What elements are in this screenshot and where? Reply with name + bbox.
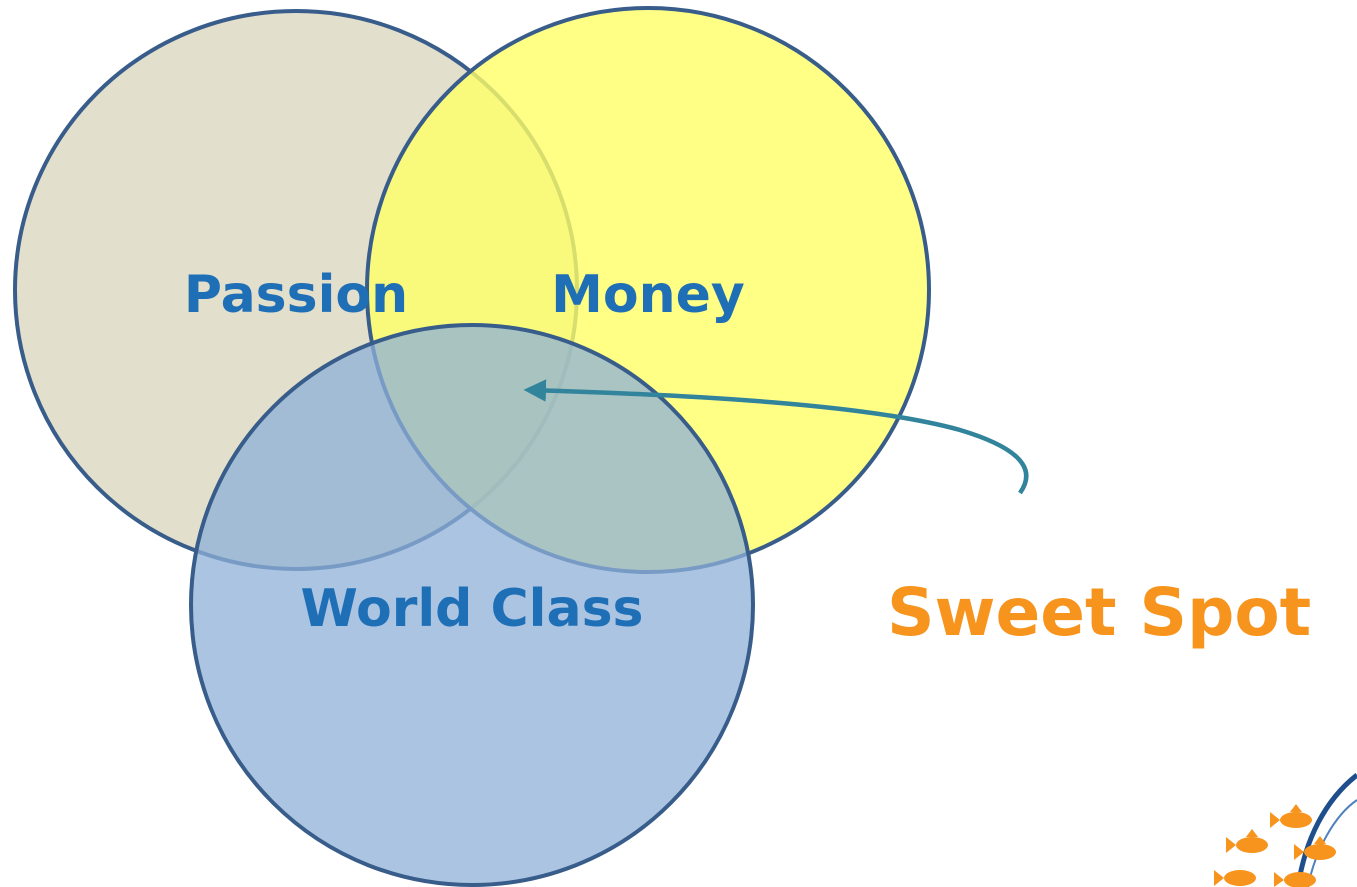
fish-icon <box>1274 872 1316 887</box>
world-class-circle <box>189 323 755 887</box>
fish-school-logo <box>1214 773 1357 887</box>
fish-icon <box>1294 836 1336 860</box>
sweet-spot-arrow <box>523 379 1029 495</box>
passion-label: Passion <box>184 265 408 325</box>
fish-icon <box>1226 829 1268 853</box>
fish-icon <box>1214 870 1256 886</box>
fish-icon <box>1270 804 1312 828</box>
world-class-label: World Class <box>300 579 643 639</box>
money-label: Money <box>551 265 745 325</box>
logo-swoosh <box>1295 773 1357 887</box>
sweet-spot-label: Sweet Spot <box>887 574 1311 651</box>
